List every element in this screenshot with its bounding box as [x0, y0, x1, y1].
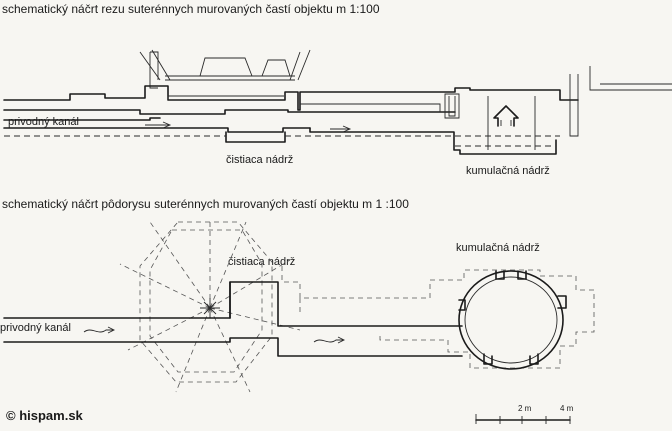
scale-bar-end-label: 4 m	[560, 404, 574, 413]
section-title: schematický náčrt rezu suterénnych murov…	[2, 2, 380, 16]
plan-scale-bar	[475, 414, 571, 424]
section-label-cleaning-tank: čistiaca nádrž	[226, 154, 294, 166]
plan-label-cleaning-tank: čistiaca nádrž	[228, 256, 296, 268]
section-wall-outline	[3, 66, 672, 155]
plan-label-storage-tank: kumulačná nádrž	[456, 242, 540, 254]
section-drawing	[3, 49, 672, 155]
plan-title: schematický náčrt pôdorysu suterénnych m…	[2, 197, 409, 211]
section-label-storage-tank: kumulačná nádrž	[466, 165, 550, 177]
plan-octagon-outline	[119, 220, 301, 393]
plan-outer-dashed-outline	[281, 266, 595, 369]
section-upper-structure	[139, 49, 311, 89]
section-up-arrow	[493, 105, 519, 127]
scale-bar-mid-label: 2 m	[518, 404, 532, 413]
section-flow-arrows	[145, 121, 352, 133]
plan-channel-walls	[3, 281, 463, 357]
section-label-inlet-channel: privodný kanál	[8, 116, 79, 128]
copyright-notice: © hispam.sk	[6, 408, 83, 423]
plan-flow-arrows	[83, 326, 346, 344]
plan-label-inlet-channel: privodný kanál	[0, 322, 71, 334]
plan-circular-tank	[458, 270, 567, 370]
section-water-level-line	[4, 135, 560, 147]
